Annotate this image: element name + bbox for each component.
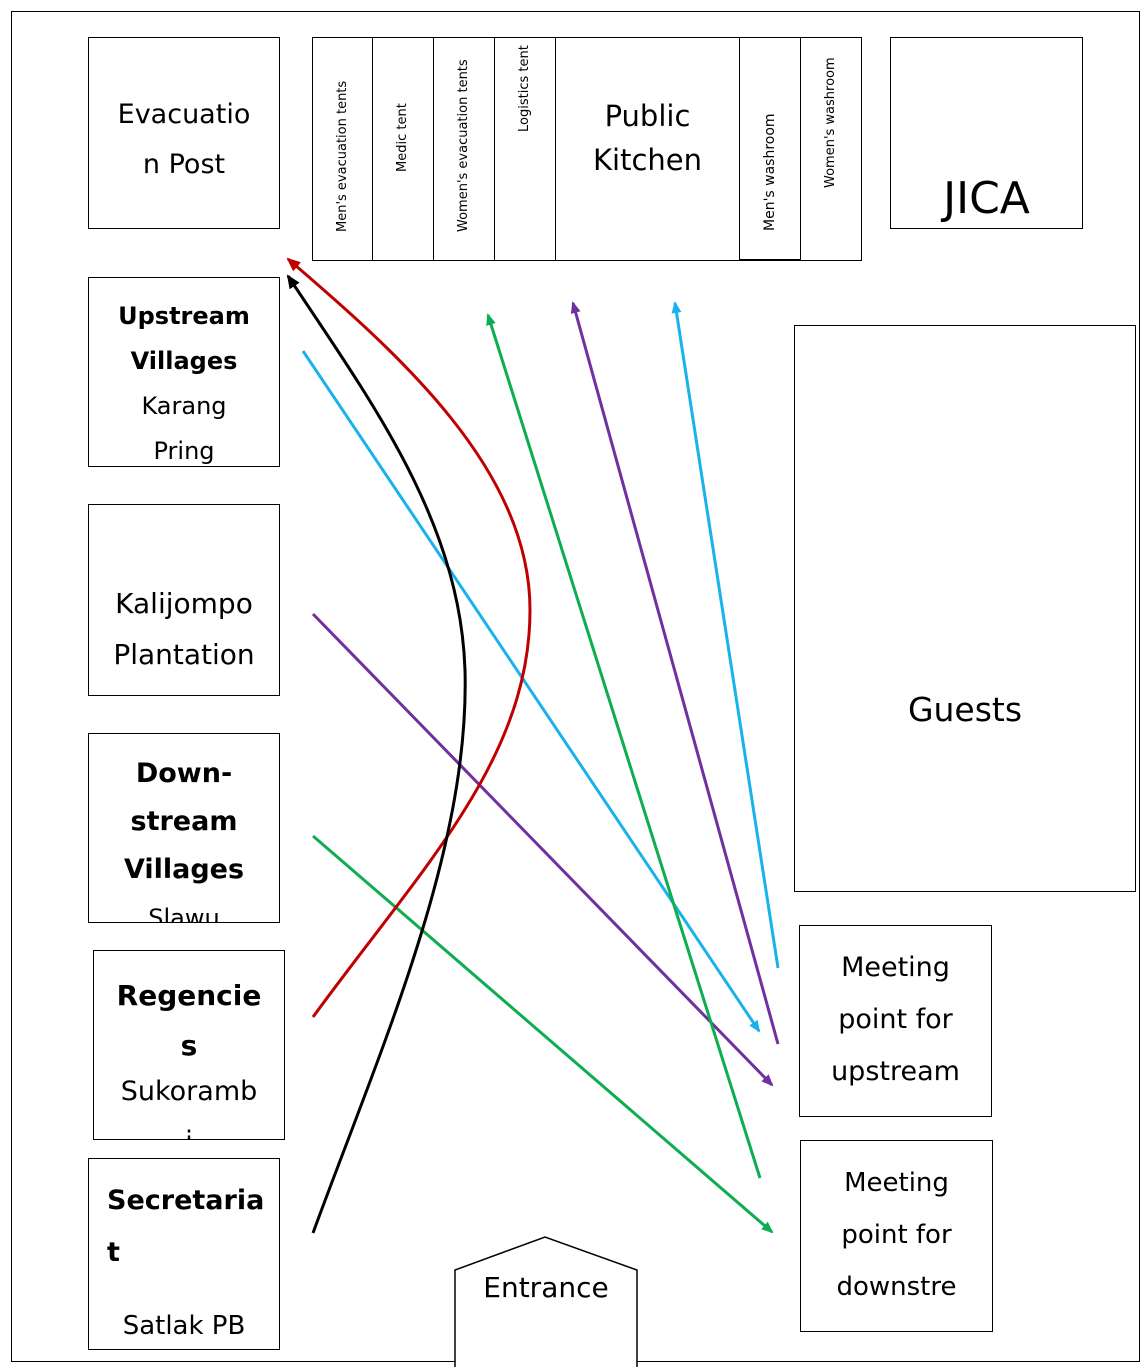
tent-logistics: Logistics tent (495, 38, 556, 260)
guests-label: Guests (907, 690, 1023, 729)
secretariat-title: Secretaria t (107, 1185, 265, 1268)
regencies-title: Regencie s (116, 979, 262, 1062)
meeting-point-downstream-label: Meeting point for downstre (836, 1168, 957, 1302)
downstream-villages-box: Down- stream Villages Slawu (88, 733, 280, 923)
tents-row: Men's evacuation tents Medic tent Women'… (312, 37, 862, 261)
kalijompo-label: Kalijompo Plantation (113, 587, 255, 671)
secretariat-sub: Satlak PB (122, 1311, 246, 1341)
jica-label: JICA (943, 173, 1030, 224)
upstream-villages-title: Upstream Villages (118, 302, 250, 375)
tent-mens-evacuation: Men's evacuation tents (313, 38, 373, 260)
regencies-box: Regencie s Sukoramb i (93, 950, 285, 1140)
upstream-villages-sub: Karang Pring (141, 392, 227, 465)
entrance-label: Entrance (483, 1271, 609, 1304)
tent-womens-evacuation: Women's evacuation tents (434, 38, 495, 260)
guests-box: Guests (794, 325, 1136, 892)
regencies-sub: Sukoramb i (120, 1076, 258, 1139)
tent-medic: Medic tent (373, 38, 434, 260)
secretariat-box: Secretaria t Satlak PB (88, 1158, 280, 1350)
evacuation-post-label: Evacuatio n Post (117, 99, 251, 180)
meeting-point-downstream-box: Meeting point for downstre (800, 1140, 993, 1332)
meeting-point-upstream-label: Meeting point for upstream (831, 952, 960, 1087)
jica-box: JICA (890, 37, 1083, 229)
downstream-villages-title: Down- stream Villages (123, 758, 245, 885)
tent-mens-washroom: Men's washroom (739, 37, 801, 260)
upstream-villages-box: Upstream Villages Karang Pring (88, 277, 280, 467)
downstream-villages-sub: Slawu (148, 904, 220, 923)
evacuation-post-box: Evacuatio n Post (88, 37, 280, 229)
kalijompo-box: Kalijompo Plantation (88, 504, 280, 696)
tent-public-kitchen-label: Public Kitchen (593, 99, 702, 177)
meeting-point-upstream-box: Meeting point for upstream (799, 925, 992, 1117)
